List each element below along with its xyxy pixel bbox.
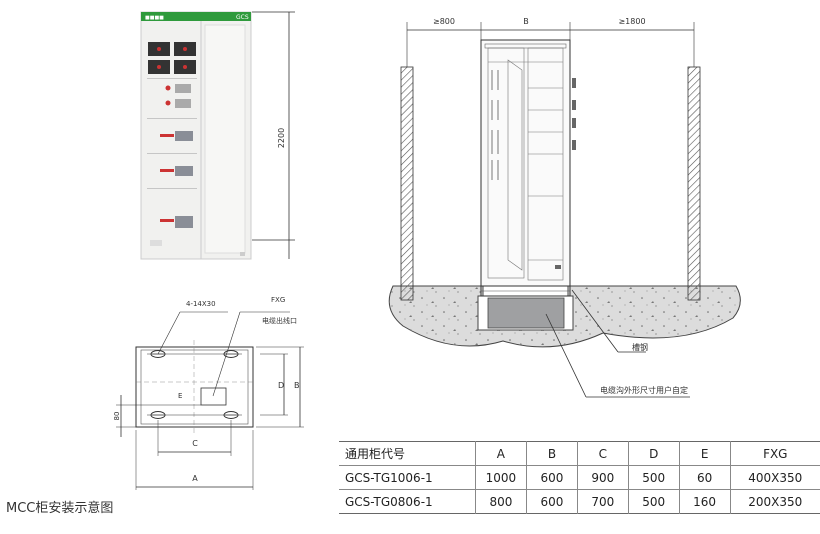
cabinet-outline xyxy=(480,39,571,287)
cabinet-photo: ■■■■ GCS xyxy=(140,11,252,260)
plan-c-label: C xyxy=(192,439,198,448)
left-wall xyxy=(400,66,414,301)
trench-label: 电缆沟外形尺寸用户自定 xyxy=(600,385,688,395)
table-cell: GCS-TG0806-1 xyxy=(345,494,433,509)
table-cell: 60 xyxy=(678,465,731,490)
channel-steel-label: 槽钢 xyxy=(632,342,648,352)
plan-view: E 4-14X30 FXG 电缆出线口 A C D B 80 xyxy=(113,296,304,490)
table-cell: 900 xyxy=(576,465,629,490)
plan-e-label: E xyxy=(178,392,182,400)
table-cell: 200X350 xyxy=(729,489,820,514)
table-cell: 800 xyxy=(474,489,527,514)
plan-a-label: A xyxy=(192,474,198,483)
plan-b-label: B xyxy=(294,381,300,390)
header-cell: 通用柜代号 xyxy=(345,447,406,461)
table-cell: 400X350 xyxy=(729,465,820,490)
header-cell: E xyxy=(678,441,731,466)
width-b-label: B xyxy=(523,17,529,26)
mounting-holes xyxy=(150,350,239,419)
table-header-row: 通用柜代号 A B C D E FXG xyxy=(339,441,820,466)
right-clearance-label: ≥1800 xyxy=(618,17,645,26)
side-80-label: 80 xyxy=(113,412,121,421)
cable-outlet xyxy=(200,387,227,406)
section-view: ≥800 B ≥1800 槽钢 电缆沟外形尺寸用户自定 xyxy=(388,17,741,398)
height-dimension: 2200 xyxy=(252,11,295,259)
hole-spec-label: 4-14X30 xyxy=(186,300,216,308)
fxg-label: FXG xyxy=(271,296,285,304)
table-cell: GCS-TG1006-1 xyxy=(345,470,433,485)
right-wall xyxy=(687,66,701,301)
brand-label: GCS xyxy=(236,14,249,21)
left-clearance-label: ≥800 xyxy=(433,17,455,26)
table-row: GCS-TG1006-1 1000 600 900 500 60 400X350 xyxy=(339,465,820,490)
plan-d-label: D xyxy=(278,381,284,390)
table-cell: 700 xyxy=(576,489,629,514)
figure-caption: MCC柜安装示意图 xyxy=(6,501,114,516)
table-cell: 600 xyxy=(526,489,578,514)
header-cell: FXG xyxy=(729,441,820,466)
table-cell: 500 xyxy=(627,465,680,490)
table-cell: 160 xyxy=(678,489,731,514)
cable-trench xyxy=(487,297,565,329)
outlet-label: 电缆出线口 xyxy=(262,316,297,325)
header-cell: C xyxy=(576,441,629,466)
spec-table: 通用柜代号 A B C D E FXG GCS-TG1006-1 1000 60… xyxy=(339,441,820,514)
table-cell: 600 xyxy=(526,465,578,490)
table-cell: 500 xyxy=(627,489,680,514)
header-cell: B xyxy=(526,441,578,466)
height-label: 2200 xyxy=(277,128,286,148)
table-row: GCS-TG0806-1 800 600 700 500 160 200X350 xyxy=(339,489,820,514)
header-cell: A xyxy=(474,441,527,466)
header-cell: D xyxy=(627,441,680,466)
table-cell: 1000 xyxy=(474,465,527,490)
svg-text:■■■■: ■■■■ xyxy=(145,15,164,21)
